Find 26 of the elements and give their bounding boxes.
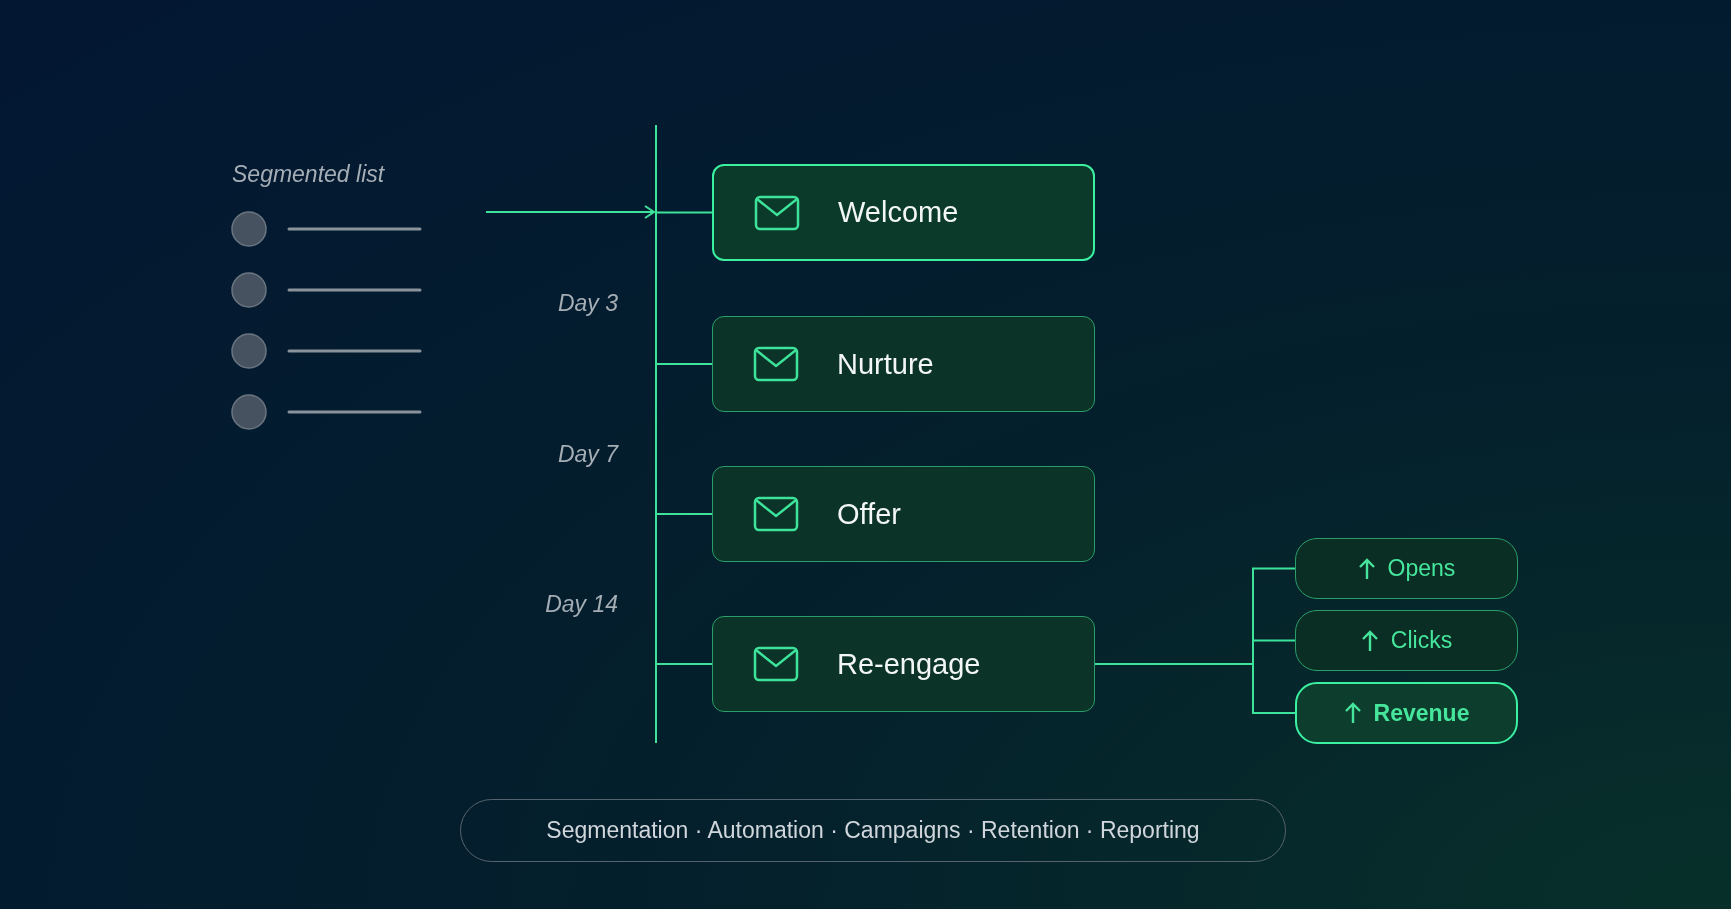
arrow: [485, 205, 655, 219]
email-label: Nurture: [837, 347, 934, 381]
metric-pill: [1295, 538, 1518, 599]
connector-line: [656, 363, 713, 365]
metric-pill: [1295, 682, 1518, 744]
day-label: Day 14: [544, 591, 618, 618]
metric-label: Opens: [1387, 555, 1456, 582]
list-heading: Segmented list: [232, 161, 385, 188]
connector-line: [1094, 663, 1296, 714]
day-label: Day 3: [556, 290, 618, 317]
connector-line: [656, 211, 713, 214]
feature-list: Segmentation · Automation · Campaigns · Retention · Reporting: [546, 817, 1200, 844]
email-box: [712, 616, 1095, 712]
connector-line: [656, 513, 713, 515]
email-label: Re-engage: [837, 647, 981, 681]
email-label: Offer: [837, 497, 901, 531]
metric-label: Clicks: [1390, 627, 1453, 654]
metric-label: Revenue: [1373, 699, 1470, 727]
connector-line: [656, 663, 713, 665]
day-label: Day 7: [556, 441, 618, 468]
email-box: [712, 466, 1095, 562]
email-box: [712, 164, 1095, 261]
metric-pill: [1295, 610, 1518, 671]
email-label: Welcome: [838, 196, 959, 229]
email-box: [712, 316, 1095, 412]
timeline-line: [655, 125, 657, 743]
